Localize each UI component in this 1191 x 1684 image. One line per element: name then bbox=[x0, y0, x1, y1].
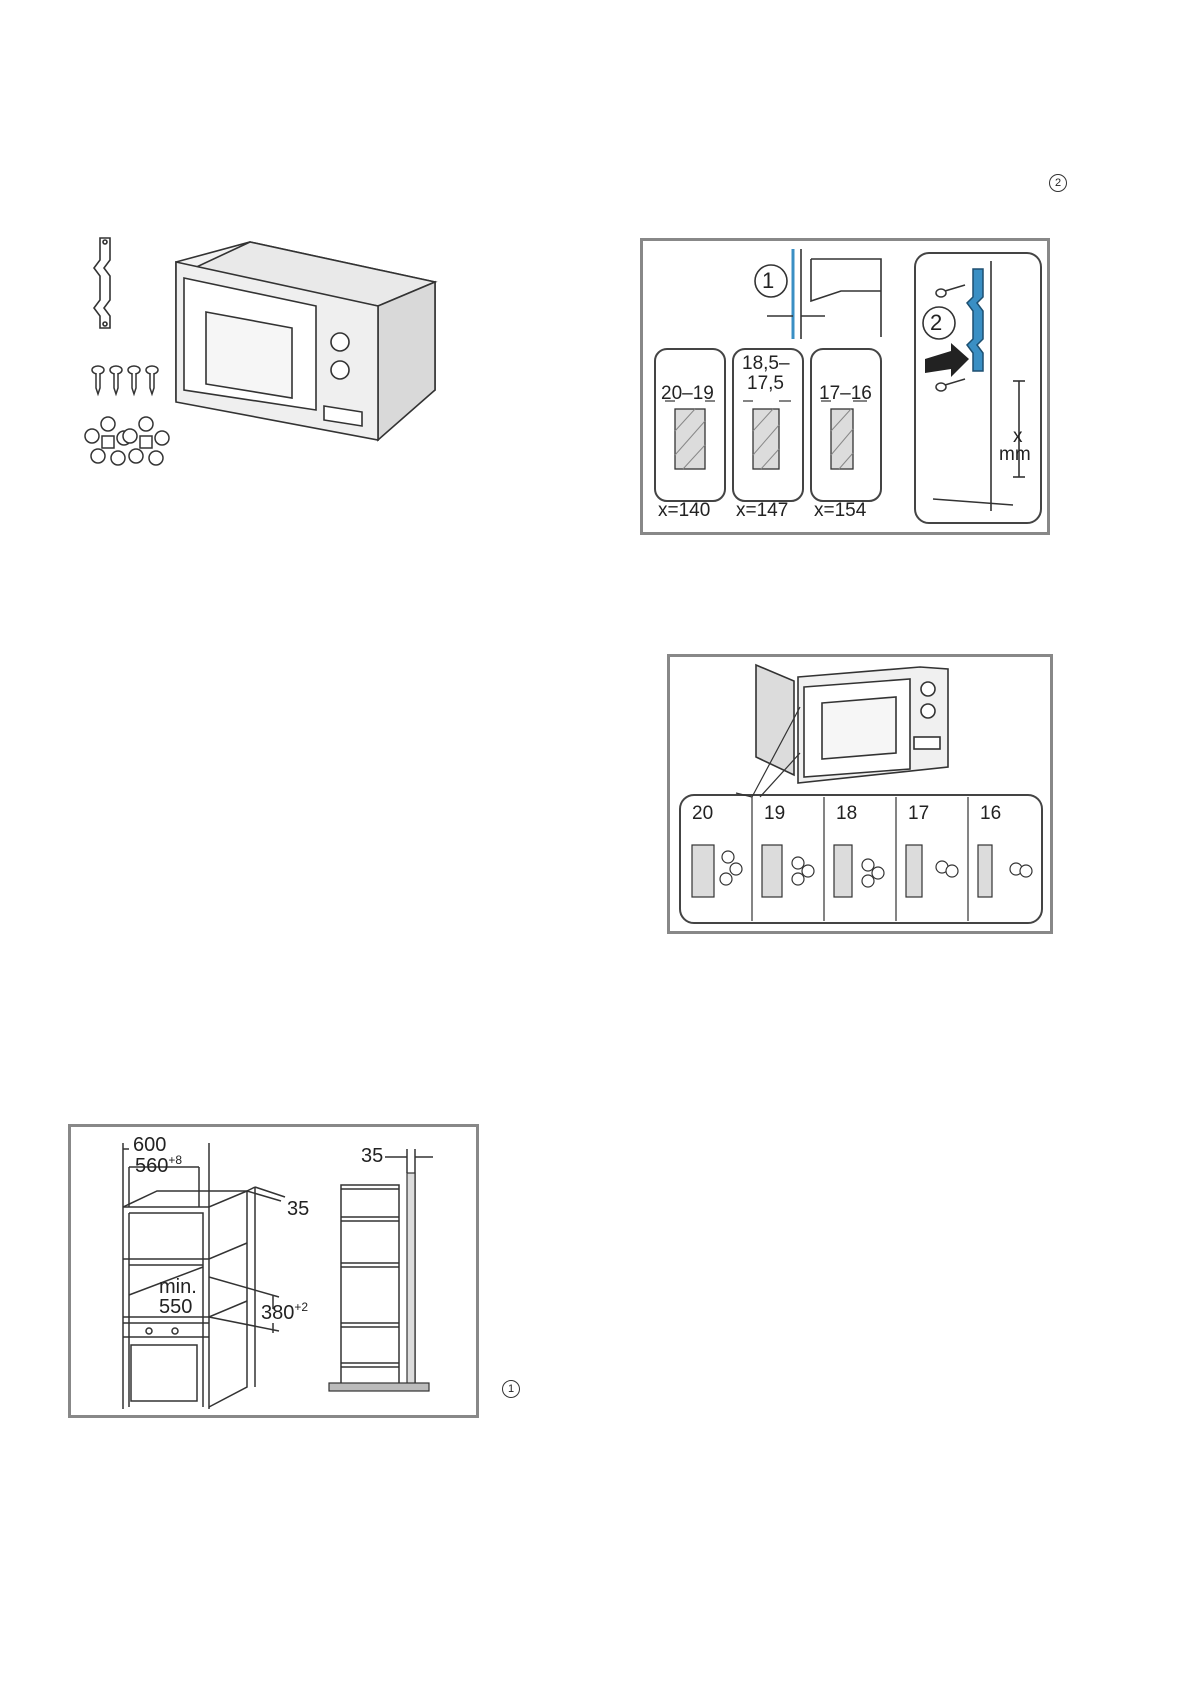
width-outer-label: 600 bbox=[133, 1134, 167, 1156]
spacer-clips-icon bbox=[84, 416, 170, 466]
height-value: 380 bbox=[261, 1302, 295, 1324]
side-right-label: 35 bbox=[287, 1198, 310, 1220]
blue-bracket-icon bbox=[966, 268, 984, 372]
depth-min-label-2: 550 bbox=[159, 1296, 193, 1318]
niche-dimensions-drawing bbox=[122, 1143, 433, 1409]
bracket-installation-drawing bbox=[654, 249, 1042, 524]
callout-1-label: 1 bbox=[762, 268, 775, 293]
callout-note-2: 2 bbox=[1049, 174, 1067, 192]
figure-bracket-installation: 1 2 20–19 18,5– 17,5 17–16 x=140 x=147 x… bbox=[640, 238, 1050, 535]
side-profile-label: 35 bbox=[361, 1145, 384, 1167]
callout-note-1: 1 bbox=[502, 1380, 520, 1398]
height-tolerance: +2 bbox=[294, 1300, 309, 1314]
x-value-1: x=140 bbox=[658, 500, 711, 521]
spacer-selection-drawing bbox=[679, 663, 1043, 924]
thickness-label-2a: 18,5– bbox=[742, 353, 790, 374]
spacer-cell-16: 16 bbox=[980, 803, 1002, 824]
spacer-cell-20: 20 bbox=[692, 803, 714, 824]
figure-niche-dimensions: 600 560+8 35 min. 550 380+2 35 bbox=[68, 1124, 479, 1418]
push-arrow-icon bbox=[925, 343, 969, 377]
figure-appliance-parts bbox=[80, 230, 460, 480]
microwave-icon bbox=[175, 241, 438, 442]
thickness-label-2b: 17,5 bbox=[747, 373, 784, 394]
x-value-2: x=147 bbox=[736, 500, 789, 521]
spacer-cell-18: 18 bbox=[836, 803, 858, 824]
depth-min-label-1: min. bbox=[159, 1276, 197, 1298]
height-label: 380+2 bbox=[261, 1300, 309, 1324]
x-value-3: x=154 bbox=[814, 500, 867, 521]
screws-icon bbox=[91, 365, 159, 397]
thickness-label-3: 17–16 bbox=[819, 383, 872, 404]
callout-2-label: 2 bbox=[930, 310, 943, 335]
width-inner-value: 560 bbox=[135, 1155, 169, 1177]
width-inner-tolerance: +8 bbox=[168, 1153, 183, 1167]
x-dimension-label: x bbox=[1013, 426, 1023, 447]
mounting-bracket-icon bbox=[93, 237, 111, 329]
width-inner-label: 560+8 bbox=[135, 1153, 183, 1177]
mm-unit-label: mm bbox=[999, 444, 1031, 465]
spacer-cell-17: 17 bbox=[908, 803, 930, 824]
thickness-label-1: 20–19 bbox=[661, 383, 714, 404]
appliance-parts-drawing bbox=[84, 237, 438, 466]
figure-spacer-selection: 20 19 18 17 16 bbox=[667, 654, 1053, 934]
spacer-cell-19: 19 bbox=[764, 803, 786, 824]
